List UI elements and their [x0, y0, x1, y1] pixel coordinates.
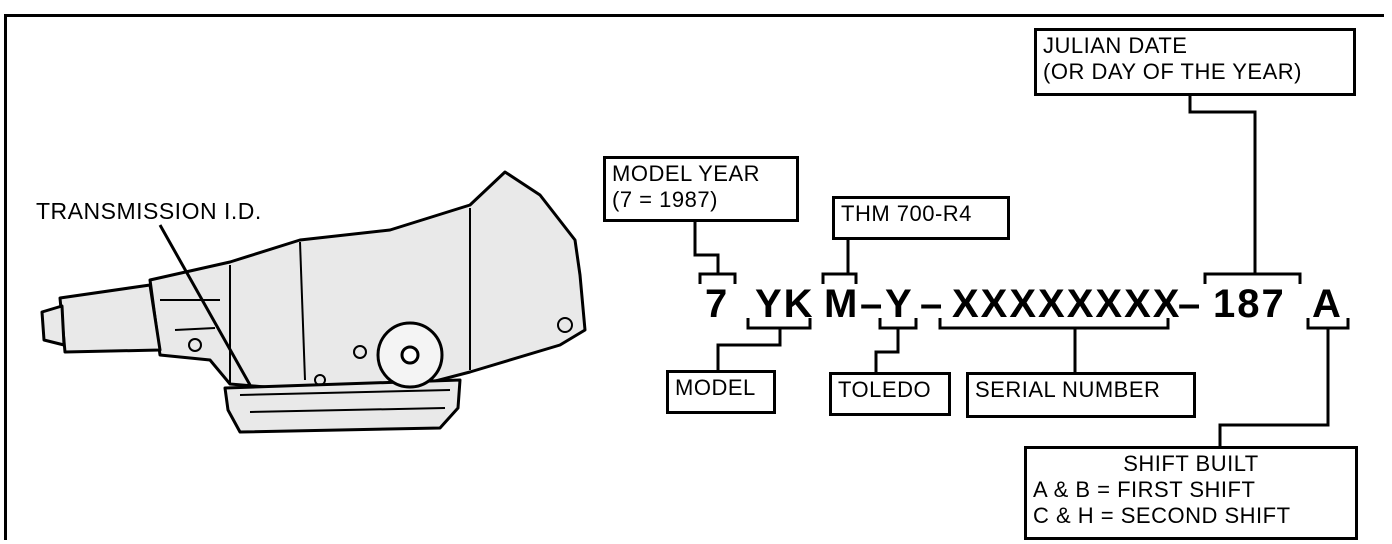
- shift-built-title: SHIFT BUILT: [1123, 451, 1259, 476]
- model-box: MODEL: [666, 370, 776, 414]
- code-separator: –: [920, 282, 945, 326]
- code-separator: –: [1178, 282, 1203, 326]
- code-julian: 187: [1213, 282, 1286, 326]
- code-type: Y: [885, 282, 914, 326]
- code-model: YK: [755, 282, 815, 326]
- model-year-box: MODEL YEAR (7 = 1987): [603, 156, 799, 222]
- code-year: 7: [705, 282, 730, 326]
- model-label: MODEL: [675, 375, 756, 400]
- julian-date-title: JULIAN DATE: [1043, 33, 1188, 58]
- serial-number-label: SERIAL NUMBER: [975, 377, 1161, 402]
- transmission-id-label: TRANSMISSION I.D.: [36, 198, 262, 224]
- diagram-frame: [4, 14, 1384, 540]
- shift-built-box: SHIFT BUILT A & B = FIRST SHIFT C & H = …: [1024, 446, 1358, 540]
- shift-built-second: C & H = SECOND SHIFT: [1033, 503, 1291, 528]
- toledo-label: TOLEDO: [838, 377, 932, 402]
- serial-number-box: SERIAL NUMBER: [966, 372, 1196, 418]
- connector-lines: [693, 96, 1350, 446]
- model-year-value: (7 = 1987): [612, 187, 718, 212]
- code-separator: –: [860, 282, 885, 326]
- thm-label: THM 700-R4: [841, 201, 972, 226]
- thm-box: THM 700-R4: [832, 196, 1010, 240]
- shift-built-first: A & B = FIRST SHIFT: [1033, 477, 1256, 502]
- julian-date-box: JULIAN DATE (OR DAY OF THE YEAR): [1034, 28, 1356, 96]
- code-serial: XXXXXXXX: [952, 282, 1182, 326]
- transmission-id-pointer: [158, 224, 252, 386]
- code-shift: A: [1312, 282, 1343, 326]
- toledo-box: TOLEDO: [829, 372, 951, 416]
- model-year-title: MODEL YEAR: [612, 161, 761, 186]
- code-plant: M: [824, 282, 860, 326]
- julian-date-subtitle: (OR DAY OF THE YEAR): [1043, 59, 1302, 84]
